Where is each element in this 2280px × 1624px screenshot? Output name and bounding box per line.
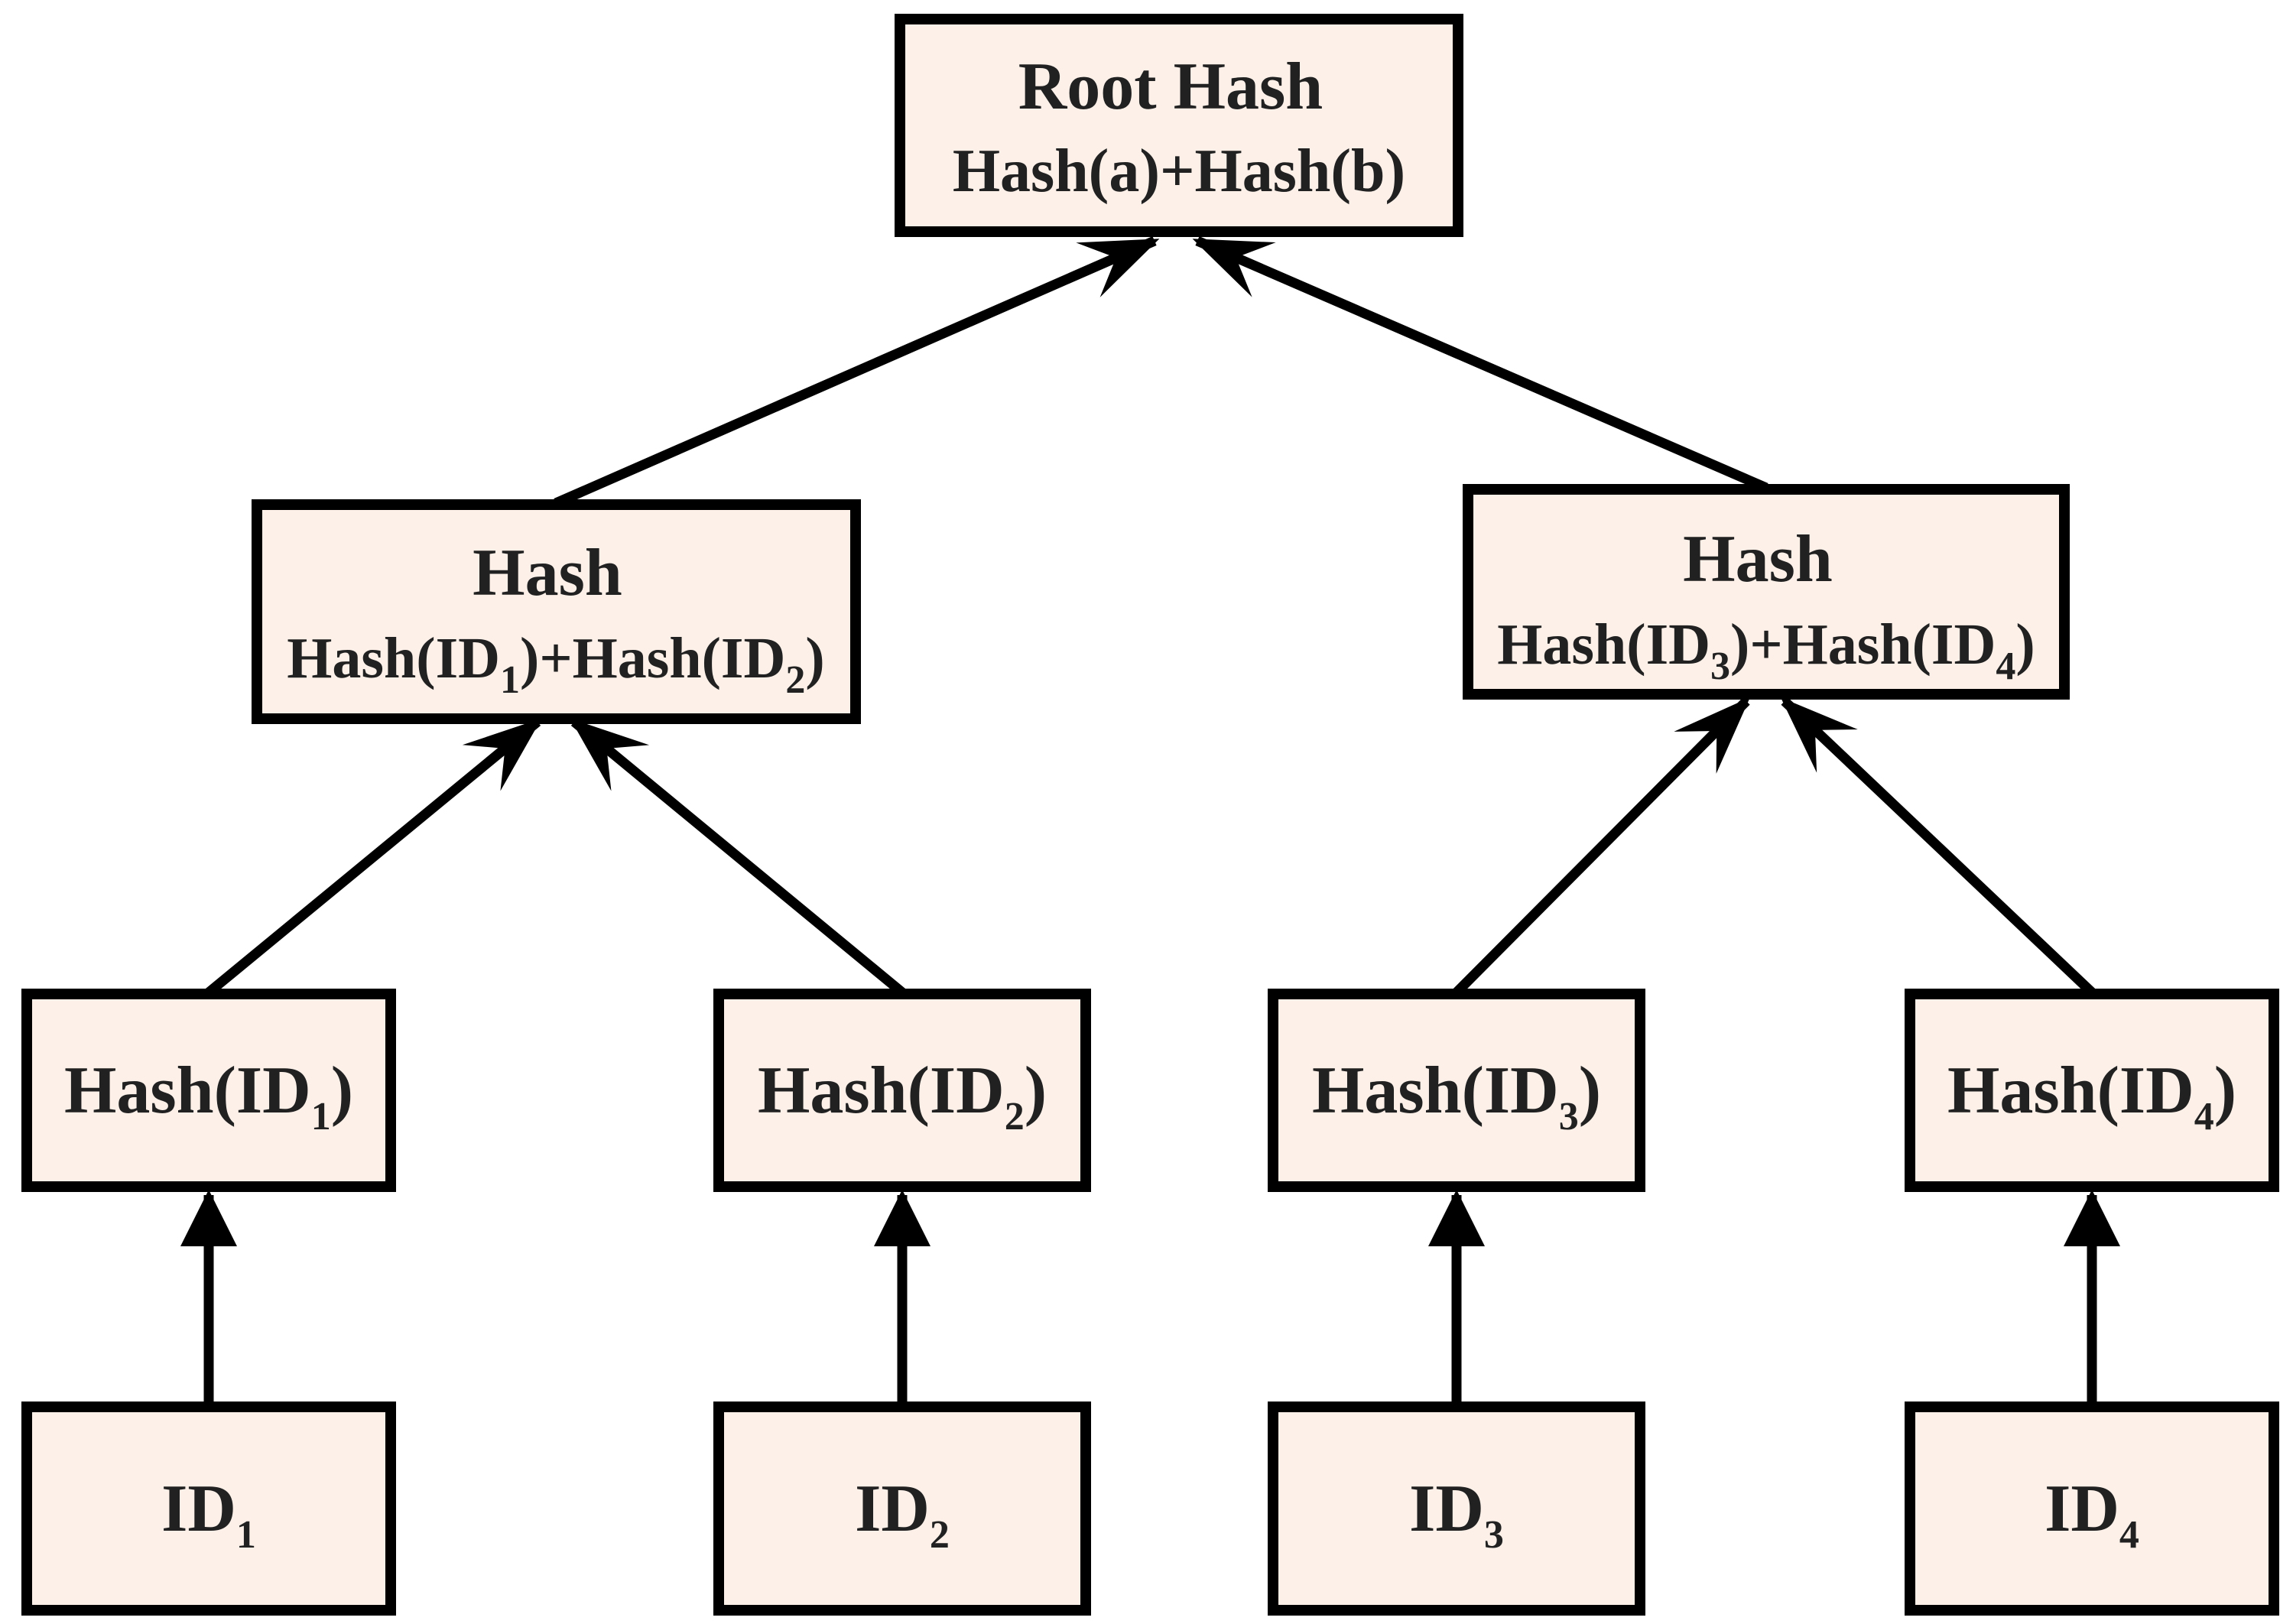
node-hash-left-box	[252, 499, 861, 724]
arrow-hash-id4-to-hash-right	[1780, 697, 2096, 996]
id2-sub: 2	[930, 1513, 950, 1557]
node-id1-box	[21, 1402, 396, 1616]
id2-pre: ID	[855, 1472, 930, 1546]
node-hash-left-label: Hash Hash(ID1)+Hash(ID2)	[287, 536, 824, 702]
arrow-hash-right-to-root	[1192, 236, 1768, 492]
hash-left-formula-s1: 1	[500, 658, 520, 702]
hash-id3-pre: Hash(ID	[1312, 1054, 1559, 1128]
node-hash-id1-box	[21, 989, 396, 1192]
hash-id2-sub: 2	[1005, 1095, 1025, 1138]
hash-right-formula-s1: 3	[1710, 645, 1730, 688]
node-hash-right-box	[1463, 484, 2070, 700]
hash-right-formula-p2: )+Hash(ID	[1730, 612, 1996, 677]
arrow-hash-id1-to-hash-left	[205, 717, 542, 997]
hash-id4-pre: Hash(ID	[1947, 1054, 2194, 1128]
id1-sub: 1	[236, 1513, 256, 1557]
arrow-hash-id3-to-hash-right	[1453, 697, 1750, 996]
hash-id1-post: )	[331, 1054, 353, 1128]
hash-id4-post: )	[2214, 1054, 2236, 1128]
arrow-hash-id2-to-hash-left	[570, 717, 906, 997]
hash-right-formula-p3: )	[2015, 612, 2035, 677]
node-root-label: Root Hash Hash(a)+Hash(b)	[953, 50, 1405, 205]
node-id3-label: ID3	[1409, 1472, 1504, 1557]
hash-left-formula-p3: )	[805, 626, 824, 690]
node-hash-id1-label: Hash(ID1)	[64, 1054, 353, 1138]
hash-left-formula-p1: Hash(ID	[287, 626, 500, 690]
hash-id2-pre: Hash(ID	[758, 1054, 1005, 1128]
node-hash-id4-box	[1905, 989, 2279, 1192]
hash-left-formula-p2: )+Hash(ID	[520, 626, 785, 690]
node-id2-box	[713, 1402, 1091, 1616]
root-formula-line: Hash(a)+Hash(b)	[953, 138, 1405, 205]
hash-right-formula-p1: Hash(ID	[1497, 612, 1710, 677]
hash-id4-sub: 4	[2194, 1095, 2214, 1138]
hash-id2-post: )	[1025, 1054, 1047, 1128]
hash-left-formula-s2: 2	[785, 658, 805, 702]
root-title-line: Root Hash	[1018, 50, 1324, 124]
hash-right-title-line: Hash	[1683, 522, 1833, 596]
id3-pre: ID	[1409, 1472, 1484, 1546]
node-hash-id4-label: Hash(ID4)	[1947, 1054, 2236, 1138]
hash-left-title-line: Hash	[473, 536, 622, 610]
hash-id3-sub: 3	[1559, 1095, 1579, 1138]
id4-sub: 4	[2119, 1513, 2139, 1557]
hash-id1-pre: Hash(ID	[64, 1054, 311, 1128]
node-hash-id3-label: Hash(ID3)	[1312, 1054, 1601, 1138]
node-id1-label: ID1	[161, 1472, 256, 1557]
node-id4-box	[1905, 1402, 2279, 1616]
node-hash-id3-box	[1268, 989, 1645, 1192]
id3-sub: 3	[1484, 1513, 1504, 1557]
id1-pre: ID	[161, 1472, 236, 1546]
node-hash-id2-box	[713, 989, 1091, 1192]
hash-id3-post: )	[1579, 1054, 1601, 1128]
node-id4-label: ID4	[2045, 1472, 2139, 1557]
node-id3-box	[1268, 1402, 1645, 1616]
node-hash-right-label: Hash Hash(ID3)+Hash(ID4)	[1497, 522, 2035, 688]
node-id2-label: ID2	[855, 1472, 950, 1557]
id4-pre: ID	[2045, 1472, 2119, 1546]
node-root-box	[895, 14, 1463, 237]
hash-right-formula-s2: 4	[1996, 645, 2015, 688]
hash-id1-sub: 1	[311, 1095, 331, 1138]
arrow-hash-left-to-root	[554, 236, 1160, 508]
node-hash-id2-label: Hash(ID2)	[758, 1054, 1047, 1138]
